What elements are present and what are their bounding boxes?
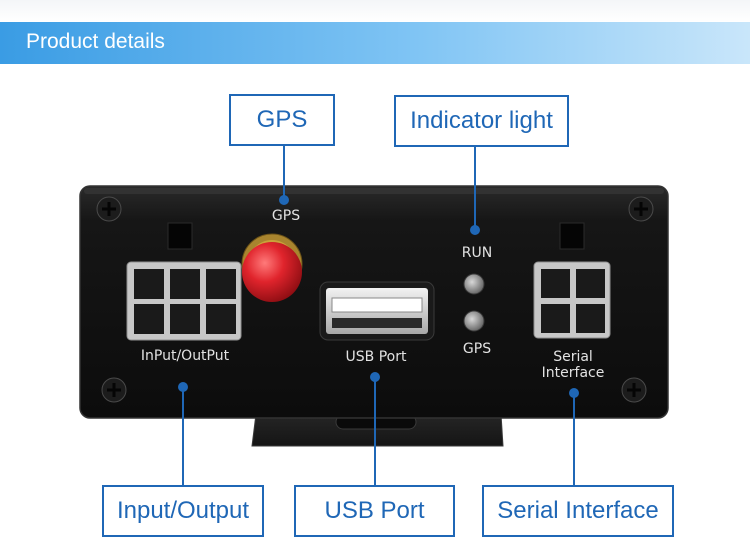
device-label-serial-interface: Serial Interface	[541, 349, 605, 381]
slot-left	[167, 222, 193, 250]
slot-right	[559, 222, 585, 250]
device-label-usb-port: USB Port	[345, 349, 407, 365]
device-label-gps: GPS	[271, 208, 301, 224]
serial-connector	[533, 261, 611, 339]
input-output-connector	[126, 261, 242, 341]
leader-lines	[178, 146, 579, 485]
device-label-gps-led: GPS	[462, 341, 492, 357]
screw-bottom-left	[101, 377, 127, 403]
banner-title: Product details	[26, 30, 165, 53]
device-photo	[79, 146, 669, 485]
callout-usb-port: USB Port	[294, 485, 455, 537]
gps-antenna-connector	[241, 233, 303, 302]
screw-top-right	[628, 196, 654, 222]
run-led	[463, 273, 485, 295]
usb-port	[319, 281, 435, 341]
top-strip	[0, 0, 750, 22]
screw-top-left	[96, 196, 122, 222]
callout-serial-interface: Serial Interface	[482, 485, 674, 537]
device-label-input-output: InPut/OutPut	[140, 348, 230, 364]
screw-bottom-right	[621, 377, 647, 403]
gps-led	[463, 310, 485, 332]
device-label-run: RUN	[461, 245, 493, 261]
section-banner: Product details	[0, 22, 750, 64]
callout-input-output: Input/Output	[102, 485, 264, 537]
callout-indicator-light: Indicator light	[394, 95, 569, 147]
callout-gps: GPS	[229, 94, 335, 146]
